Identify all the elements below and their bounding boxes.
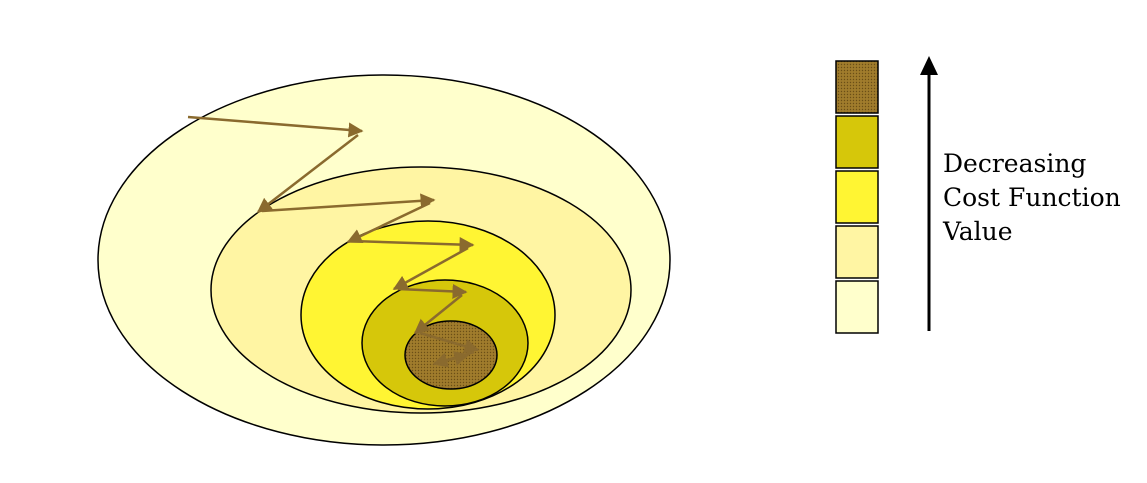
path-step-4 — [346, 201, 431, 244]
contour-level-5-center — [404, 320, 498, 390]
legend-box-mid-cost — [835, 170, 879, 224]
legend-caption: Decreasing Cost Function Value — [942, 149, 1121, 246]
caption-line-1: Decreasing — [943, 149, 1086, 178]
legend-box-highest-cost — [835, 60, 879, 114]
up-arrow — [920, 56, 938, 331]
contour-levels — [97, 74, 671, 446]
caption-line-2: Cost Function — [943, 183, 1121, 212]
up-arrow-head — [920, 56, 938, 75]
caption-line-3: Value — [942, 217, 1013, 246]
path-step-5 — [351, 237, 475, 253]
path-step-8 — [413, 294, 463, 334]
legend-box-lowest-cost — [835, 280, 879, 334]
legend-boxes — [835, 60, 879, 334]
path-step-7 — [397, 283, 468, 299]
path-step-9 — [419, 331, 480, 354]
path-step-3 — [261, 193, 436, 213]
path-step-1 — [187, 115, 364, 138]
path-step-2 — [256, 134, 359, 213]
path-step-11 — [436, 351, 470, 366]
legend-box-low-cost — [835, 225, 879, 279]
descent-path — [187, 115, 480, 368]
legend-box-high-cost — [835, 115, 879, 169]
path-step-6 — [392, 246, 469, 291]
